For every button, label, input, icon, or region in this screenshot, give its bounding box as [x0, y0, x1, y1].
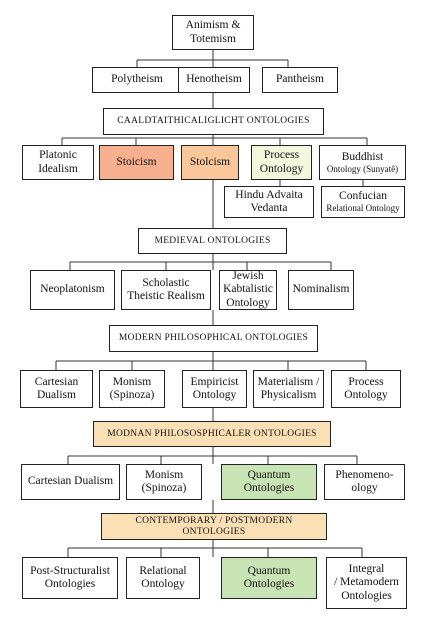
node-integral-metamodern-ontologies: Integral / Metamodern Ontologies: [326, 557, 407, 609]
node-monism-spinoza-2: Monism (Spinoza): [126, 464, 202, 500]
node-hindu-advaita-vedanta: Hindu Advaita Vedanta: [224, 186, 314, 218]
banner-modern-philosophical-ontologies: MODERN PHILOSOPHICAL ONTOLOGIES: [109, 325, 318, 352]
node-platonic-idealism: Platonic Idealism: [22, 145, 94, 180]
node-cartesian-dualism-2: Cartesian Dualism: [21, 464, 120, 500]
buddhist-subtitle: Ontology (Sunyatê): [326, 163, 399, 174]
confucian-title: Confucian: [339, 190, 387, 203]
confucian-subtitle: Relational Ontology: [326, 203, 400, 214]
node-nominalism: Nominalism: [288, 270, 354, 310]
node-neoplatonism: Neoplatonism: [30, 270, 115, 310]
node-post-structuralist-ontologies: Post-Structuralist Ontologies: [22, 557, 118, 599]
banner-modern-philosophical-ontologies-2: MODNAN PHILOSOSPHICALER ONTOLOGIES: [93, 421, 331, 447]
node-pantheism: Pantheism: [262, 67, 338, 93]
node-phenomenology: Phenomeno- ology: [324, 464, 405, 500]
node-process-ontology-modern: Process Ontology: [331, 370, 401, 408]
node-monism-spinoza: Monism (Spinoza): [99, 370, 165, 408]
node-process-ontology: Process Ontology: [251, 145, 312, 180]
banner-medieval-ontologies: MEDIEVAL ONTOLOGIES: [138, 228, 287, 254]
node-jewish-kabbalistic-ontology: Jewish Kabtalistic Ontology: [219, 270, 277, 310]
node-materialism-physicalism: Materialism / Physicalism: [253, 370, 324, 408]
node-relational-ontology: Relational Ontology: [126, 557, 200, 599]
node-buddhist-ontology: Buddhist Ontology (Sunyatê): [319, 145, 406, 180]
node-stoicism: Stoicism: [99, 145, 174, 180]
node-confucian-ontology: Confucian Relational Ontology: [321, 186, 405, 218]
node-empiricist-ontology: Empiricist Ontology: [182, 370, 247, 408]
node-polytheism: Polytheism: [92, 67, 182, 93]
node-quantum-ontologies-2: Quantum Ontologies: [221, 557, 317, 599]
buddhist-title: Buddhist: [341, 150, 384, 163]
node-animism-totemism: Animism & Totemism: [172, 15, 254, 50]
banner-contemporary-postmodern-ontologies: CONTEMPORARY / POSTMODERN ONTOLOGIES: [101, 513, 327, 540]
node-henotheism: Henotheism: [178, 67, 250, 93]
node-scholastic-theistic-realism: Scholastic Theistic Realism: [121, 270, 211, 310]
node-cartesian-dualism: Cartesian Dualism: [20, 370, 93, 408]
node-quantum-ontologies: Quantum Ontologies: [221, 464, 317, 500]
node-stolcism: Stolcism: [181, 145, 239, 180]
banner-classical-ontologies: CAALDTAITHICALIGLICHT ONTOLOGIES: [103, 108, 324, 135]
